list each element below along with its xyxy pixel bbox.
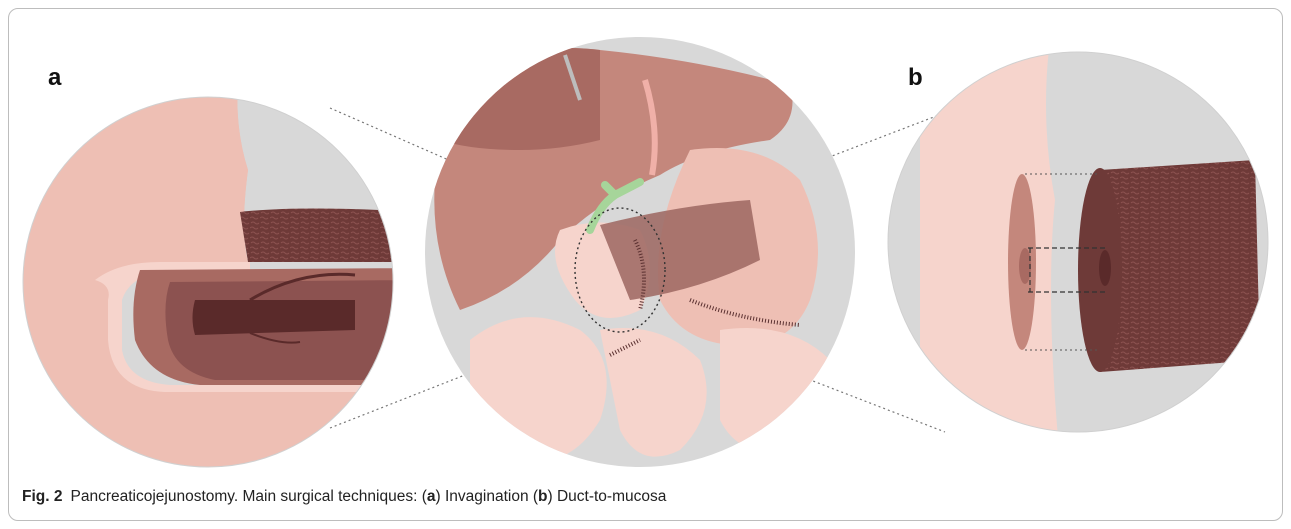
caption-text-2: ) Invagination ( [436,488,539,505]
panel-overview-circle [420,30,860,470]
panel-b-circle [880,40,1280,460]
figure-caption: Fig. 2 Pancreaticojejunostomy. Main surgi… [22,488,666,506]
panel-a-label: a [48,64,61,92]
caption-letter-b: b [538,488,547,505]
panel-b-label: b [908,64,923,92]
caption-text-1: Pancreaticojejunostomy. Main surgical te… [70,488,426,505]
caption-letter-a: a [427,488,436,505]
panel-a-circle [0,60,420,480]
figure-number: Fig. 2 [22,488,62,505]
caption-text-3: ) Duct-to-mucosa [548,488,667,505]
